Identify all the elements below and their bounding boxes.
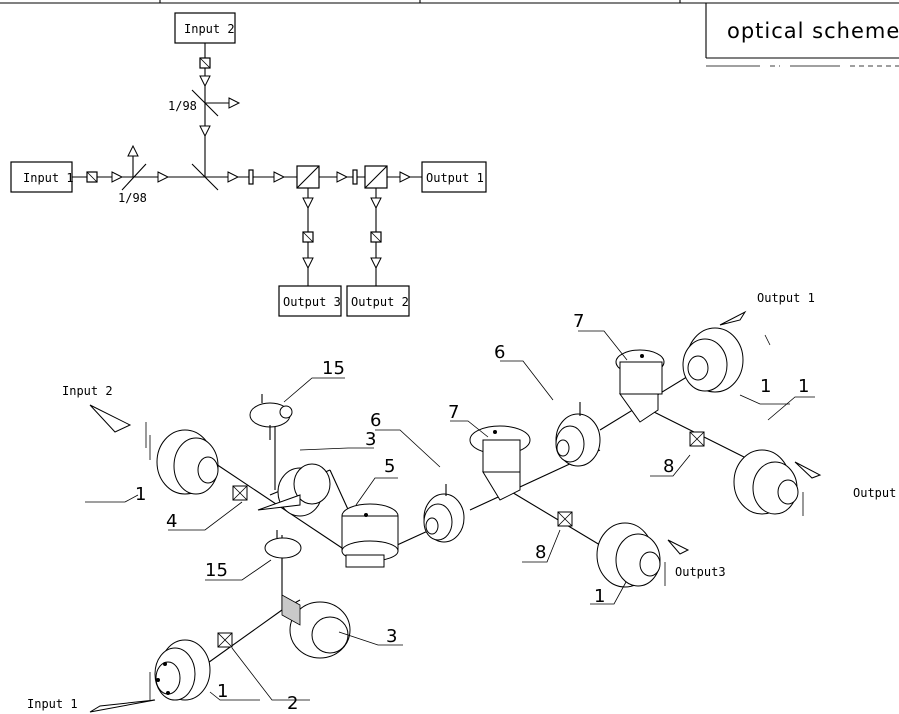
drawing-input-2-label: Input 2: [62, 384, 113, 398]
component-6-right: [555, 402, 601, 467]
component-15-bottom: [264, 530, 302, 559]
split-ratio-1: 1/98: [118, 191, 147, 205]
component-laser-output-1: [682, 327, 771, 393]
callout-5: 5: [384, 456, 395, 477]
callout-15b: 15: [205, 560, 228, 581]
component-7-left: [469, 425, 531, 501]
callout-1b: 1: [135, 484, 146, 505]
callout-7b: 7: [573, 311, 584, 332]
component-15-top: [249, 394, 293, 440]
component-splitter-3-bottom: [281, 594, 351, 659]
callout-leaders: [85, 330, 815, 701]
component-7-right: [615, 349, 665, 423]
callout-1a: 1: [217, 681, 228, 702]
drawing-output-1-label: Output 1: [757, 291, 815, 305]
title-block: optical scheme: [0, 0, 899, 67]
callout-7a: 7: [448, 402, 459, 423]
port-labels: Input 2 Input 1 Output 1 Output Output3: [27, 291, 896, 711]
output-3-box: [278, 285, 342, 317]
component-5: [341, 503, 399, 568]
scheme-output-3-label: Output 3: [283, 295, 341, 309]
callout-3a: 3: [365, 429, 376, 450]
scheme-output-1-label: Output 1: [426, 171, 484, 185]
component-isolator-4: [232, 485, 248, 501]
callout-1d: 1: [760, 376, 771, 397]
callout-6b: 6: [494, 342, 505, 363]
callout-15a: 15: [322, 358, 345, 379]
drawing-output-3-label: Output3: [675, 565, 726, 579]
callout-1e: 1: [798, 376, 809, 397]
scheme-input-2-label: Input 2: [184, 22, 235, 36]
scheme-input-1-label: Input 1: [23, 171, 74, 185]
callout-3b: 3: [386, 626, 397, 647]
component-6-left: [423, 484, 465, 543]
callout-2: 2: [287, 693, 298, 714]
drawing-output-2-label: Output: [853, 486, 896, 500]
component-splitter-3-top: [257, 463, 331, 517]
component-laser-input-1: [149, 639, 211, 701]
callout-8a: 8: [663, 456, 674, 477]
scheme-title: optical scheme: [727, 19, 899, 43]
callout-4: 4: [166, 511, 177, 532]
component-isolator-8a: [557, 511, 573, 527]
component-laser-output-2: [733, 449, 804, 516]
callout-8b: 8: [535, 542, 546, 563]
callout-labels: 1 1 1 1 1 2 3 3 4 5 6 6 7 7 8 8 15 15: [135, 311, 809, 714]
output-1-box: [421, 161, 487, 193]
component-laser-input-2: [145, 422, 219, 495]
component-isolator-8b: [689, 431, 705, 447]
component-isolator-2: [217, 632, 233, 648]
output-2-box: [346, 285, 410, 317]
component-laser-output-3: [596, 522, 666, 588]
block-schematic: Input 1 Input 2 Output 1 Output 3 Output…: [10, 12, 487, 317]
callout-6a: 6: [370, 410, 381, 431]
beam-arrows: [89, 310, 822, 713]
split-ratio-2: 1/98: [168, 99, 197, 113]
drawing-input-1-label: Input 1: [27, 697, 78, 711]
scheme-output-2-label: Output 2: [351, 295, 409, 309]
callout-1c: 1: [594, 586, 605, 607]
